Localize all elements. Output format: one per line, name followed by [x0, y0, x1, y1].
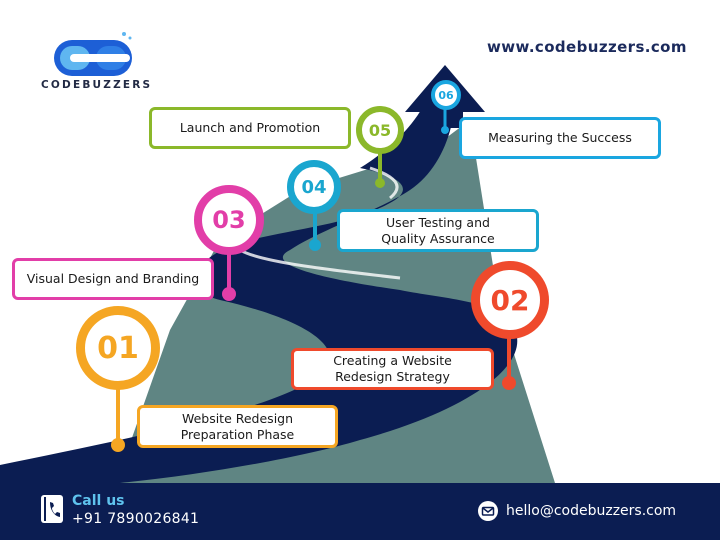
step-02-label: Creating a Website Redesign Strategy: [291, 348, 494, 390]
step-06-marker: 06: [431, 80, 461, 110]
step-03-number: 03: [212, 206, 246, 234]
step-01-label: Website Redesign Preparation Phase: [137, 405, 338, 448]
step-04-number: 04: [301, 176, 327, 198]
brand-name: CODEBUZZERS: [41, 79, 153, 91]
step-01-number: 01: [97, 330, 139, 366]
step-05-marker: 05: [356, 106, 404, 154]
mail-icon: [478, 501, 498, 521]
step-05-number: 05: [368, 120, 392, 140]
step-03-marker: 03: [194, 185, 264, 255]
step-06-number: 06: [438, 88, 454, 102]
email-address[interactable]: hello@codebuzzers.com: [506, 503, 677, 519]
contact-footer: [0, 483, 720, 540]
step-02-number: 02: [490, 283, 530, 317]
road-highlight: [239, 248, 401, 280]
step-01-marker: 01: [76, 306, 160, 390]
phone-icon: [41, 495, 63, 523]
phone-number[interactable]: +91 7890026841: [72, 511, 200, 527]
step-03-label: Visual Design and Branding: [12, 258, 214, 300]
step-04-label: User Testing and Quality Assurance: [337, 209, 539, 252]
road-highlight: [369, 166, 399, 200]
step-04-marker: 04: [287, 160, 341, 214]
step-06-label: Measuring the Success: [459, 117, 661, 159]
step-05-label: Launch and Promotion: [149, 107, 351, 149]
step-02-marker: 02: [471, 261, 549, 339]
website-url[interactable]: www.codebuzzers.com: [487, 38, 687, 56]
call-us-title: Call us: [72, 493, 125, 509]
codebuzzers-logo-icon: [54, 32, 132, 76]
